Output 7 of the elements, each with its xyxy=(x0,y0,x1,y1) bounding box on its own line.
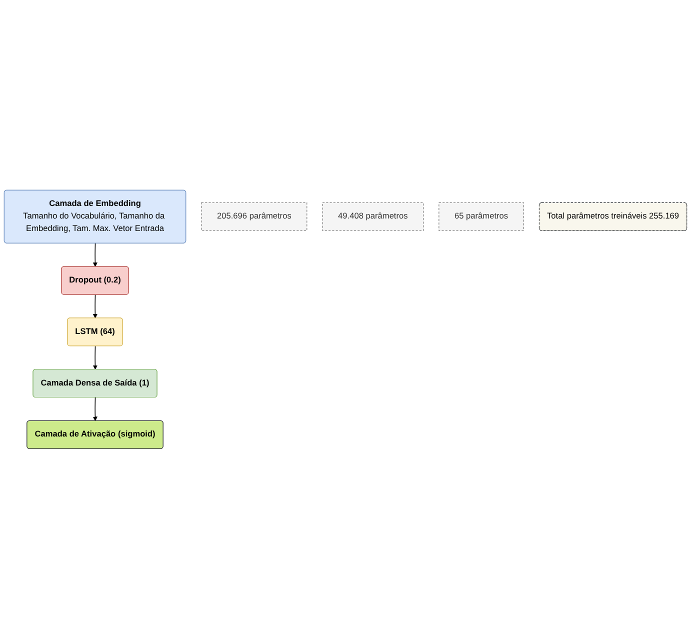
node-box: 65 parâmetros xyxy=(438,202,524,231)
arrow xyxy=(92,243,98,267)
node-box: 205.696 parâmetros xyxy=(201,202,308,231)
node-box: 49.408 parâmetros xyxy=(322,202,424,231)
arrow xyxy=(92,294,98,318)
arrow xyxy=(92,397,98,422)
arrow xyxy=(92,346,98,370)
